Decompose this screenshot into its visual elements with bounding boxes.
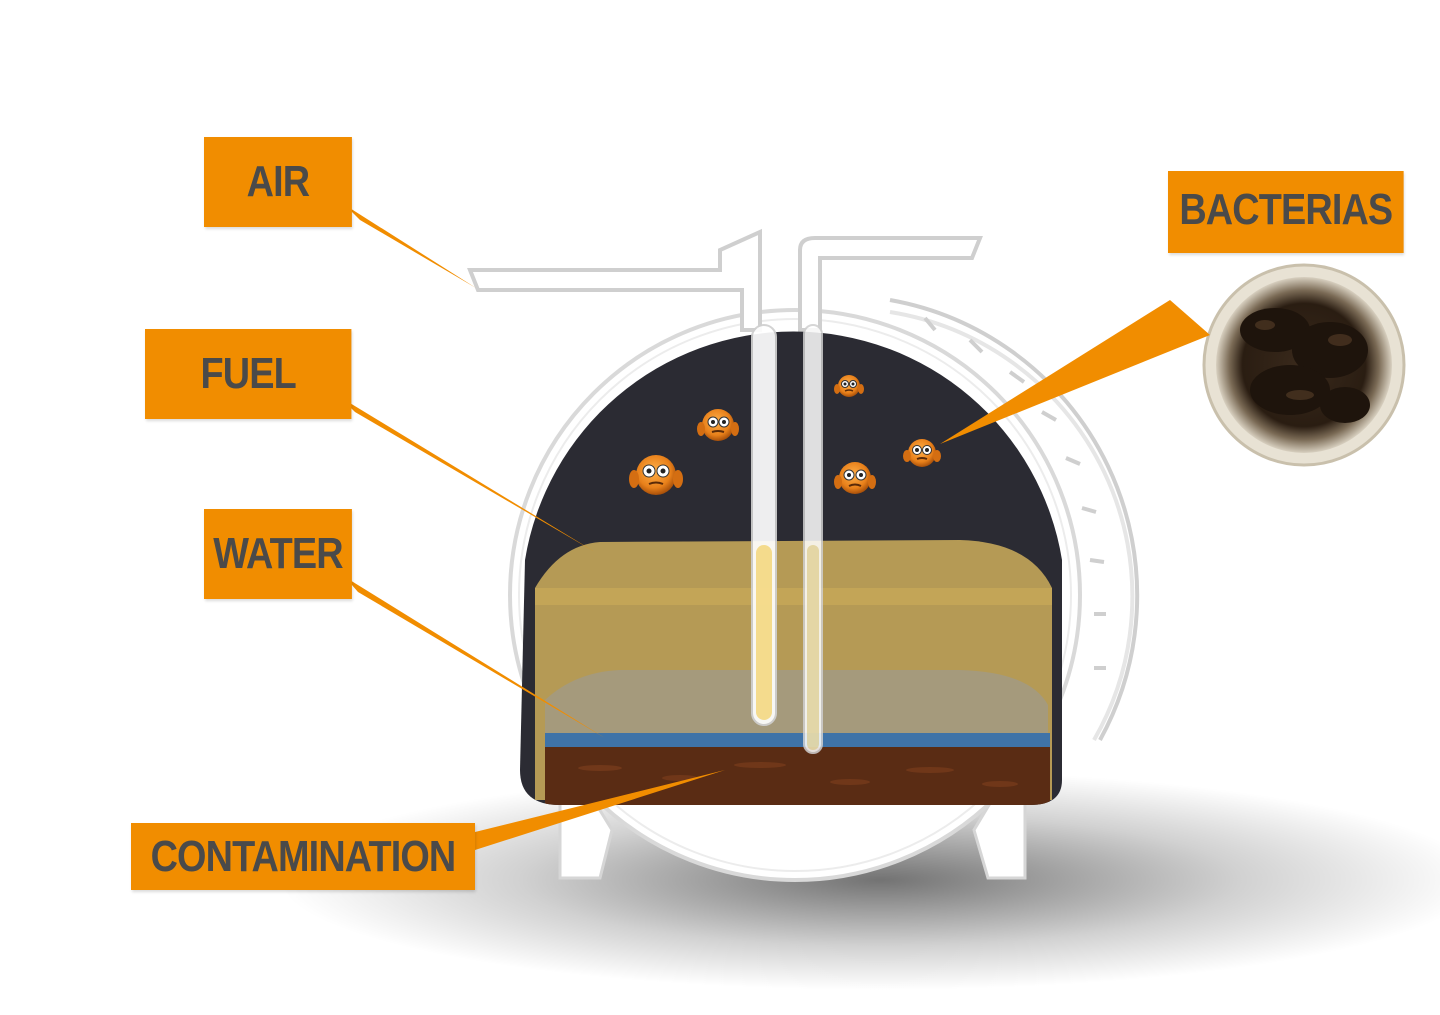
bacteria-character-icon bbox=[834, 375, 864, 397]
fuel-pointer bbox=[340, 397, 595, 552]
bacteria-character-icon bbox=[903, 439, 941, 467]
air-label: AIR bbox=[204, 137, 352, 227]
fuel-label: FUEL bbox=[145, 329, 352, 419]
callout-pointers bbox=[340, 205, 1210, 850]
water-pointer bbox=[345, 577, 605, 738]
bacteria-character-icon bbox=[629, 455, 683, 495]
bacteria-character-icon bbox=[697, 409, 739, 441]
contamination-label: CONTAMINATION bbox=[131, 823, 475, 890]
bacterias-pointer bbox=[940, 300, 1210, 444]
bacterias-label: BACTERIAS bbox=[1168, 171, 1404, 253]
air-pointer bbox=[345, 205, 476, 288]
tank-interior bbox=[520, 331, 1062, 805]
contamination-pointer bbox=[475, 770, 725, 850]
dip-tubes bbox=[751, 324, 823, 754]
bacteria-group bbox=[629, 375, 941, 495]
tank-ladder bbox=[889, 298, 1140, 741]
bacteria-character-icon bbox=[834, 462, 876, 494]
water-label: WATER bbox=[204, 509, 352, 599]
petri-dish-sample-image bbox=[1202, 263, 1406, 467]
tank-pipes bbox=[467, 228, 983, 332]
